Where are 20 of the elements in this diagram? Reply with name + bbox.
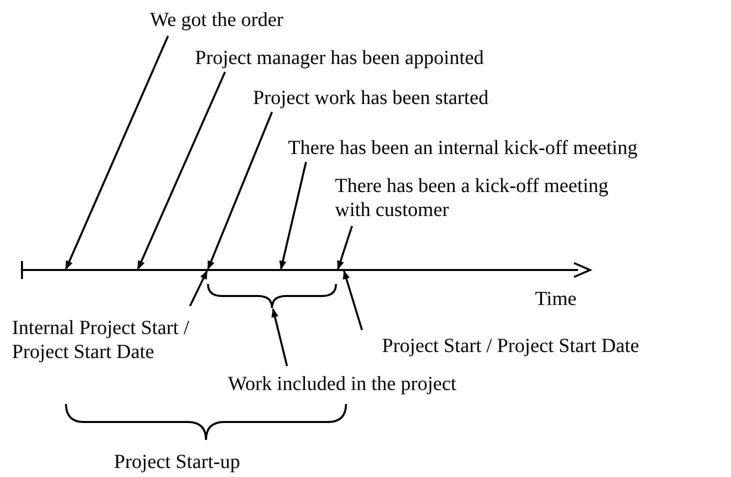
annotation-text: Internal Project Start / Project Start Date [12, 316, 247, 364]
arrow [337, 226, 353, 270]
curly-brace [207, 284, 337, 309]
brace-label: Project Start-up [114, 450, 240, 474]
annotation-text: Project work has been started [253, 86, 488, 110]
arrow [271, 308, 288, 366]
annotation-text: Project manager has been appointed [195, 46, 484, 70]
arrow [137, 72, 226, 270]
arrow [279, 162, 307, 270]
arrow [65, 36, 169, 270]
annotation-text: Work included in the project [228, 372, 456, 396]
timeline-axis [21, 261, 592, 279]
annotation-text: There has been a kick-off meeting with customer [335, 174, 640, 222]
annotation-text: We got the order [150, 8, 284, 32]
arrow [207, 112, 273, 270]
annotation-text: There has been an internal kick-off meeting [288, 136, 638, 160]
arrow [189, 270, 208, 306]
arrow [342, 270, 363, 330]
annotation-text: Project Start / Project Start Date [382, 334, 640, 358]
axis-label: Time [535, 287, 577, 311]
